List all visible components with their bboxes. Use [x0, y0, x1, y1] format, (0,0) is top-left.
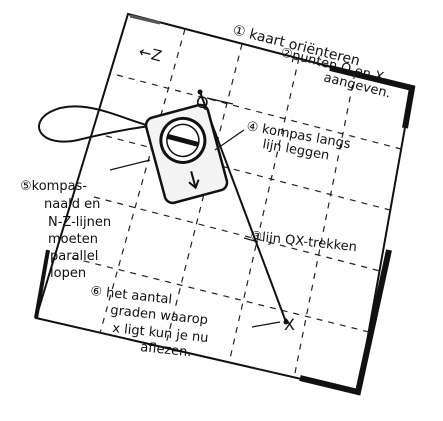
step5-label-line5: parallel [50, 249, 98, 264]
point-q-label: Q [196, 93, 209, 112]
point-x-label: X [284, 315, 295, 334]
step5-label-line4: moeten [48, 232, 98, 247]
step5-label-line1: ⑤kompas- [20, 179, 87, 194]
step5-label-line6: lopen [50, 266, 86, 281]
step5-label-line2: naald en [44, 197, 100, 212]
step5-label-line3: N-Z-lijnen [48, 215, 111, 230]
